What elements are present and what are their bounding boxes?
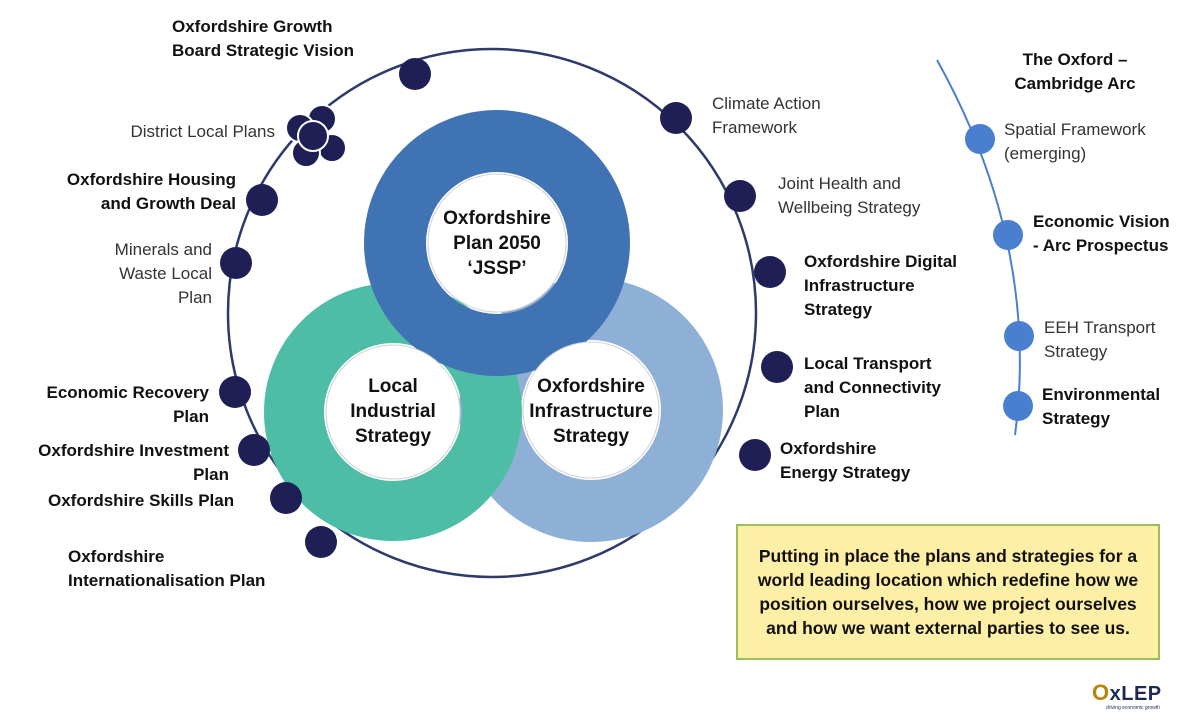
dot-health-wellbeing (724, 180, 756, 212)
dot-economic-recovery (219, 376, 251, 408)
label-eeh-transport: EEH Transport Strategy (1044, 318, 1156, 361)
dot-digital-infra (754, 256, 786, 288)
label-economic-recovery: Economic Recovery Plan (46, 383, 209, 426)
label-spatial-framework: Spatial Framework (emerging) (1004, 120, 1146, 163)
dot-spatial-framework (965, 124, 995, 154)
disc-infrastructure (522, 341, 660, 479)
dot-eeh-transport (1004, 321, 1034, 351)
callout-text: Putting in place the plans and strategie… (757, 546, 1139, 638)
jssp-label: Oxfordshire Plan 2050 ‘JSSP’ (443, 208, 551, 279)
arc-title: The Oxford – Cambridge Arc (1014, 50, 1136, 93)
logo-tagline: driving economic growth (1106, 705, 1160, 711)
dot-minerals-waste (220, 247, 252, 279)
label-internationalisation: Oxfordshire Internationalisation Plan (68, 547, 266, 590)
logo-wordmark: OxLEP (1092, 680, 1162, 705)
dot-skills-plan (270, 482, 302, 514)
dot-environmental (1003, 391, 1033, 421)
label-district-local: District Local Plans (130, 122, 275, 141)
label-investment-plan: Oxfordshire Investment Plan (38, 441, 229, 484)
dot-local-transport (761, 351, 793, 383)
infrastructure-strategy-label: Oxfordshire Infrastructure Strategy (529, 376, 653, 447)
label-skills-plan: Oxfordshire Skills Plan (48, 491, 235, 510)
label-housing-growth: Oxfordshire Housing and Growth Deal (66, 170, 236, 213)
callout-box: Putting in place the plans and strategie… (736, 524, 1160, 660)
district-plans-cluster (285, 104, 347, 168)
dot-housing-growth (246, 184, 278, 216)
oxlep-logo: OxLEP driving economic growth (1092, 680, 1192, 713)
disc-industrial (325, 344, 461, 480)
disc-jssp (427, 173, 567, 313)
label-climate-action: Climate Action Framework (712, 94, 821, 137)
dot-growth-board (399, 58, 431, 90)
dot-energy-strategy (739, 439, 771, 471)
ring-jssp (364, 110, 630, 376)
label-economic-vision: Economic Vision - Arc Prospectus (1033, 212, 1170, 255)
label-minerals-waste: Minerals and Waste Local Plan (114, 240, 212, 307)
dot-internationalisation (305, 526, 337, 558)
label-digital-infra: Oxfordshire Digital Infrastructure Strat… (804, 252, 958, 319)
dot-economic-vision (993, 220, 1023, 250)
label-health-wellbeing: Joint Health and Wellbeing Strategy (778, 174, 921, 217)
dot-climate-action (660, 102, 692, 134)
dot-investment-plan (238, 434, 270, 466)
outer-ring-circle (226, 47, 758, 579)
industrial-strategy-label: Local Industrial Strategy (350, 376, 436, 447)
label-growth-board: Oxfordshire Growth Board Strategic Visio… (172, 17, 355, 60)
label-local-transport: Local Transport and Connectivity Plan (804, 354, 941, 421)
label-energy-strategy: Oxfordshire Energy Strategy (780, 439, 911, 482)
label-environmental: Environmental Strategy (1042, 385, 1161, 428)
